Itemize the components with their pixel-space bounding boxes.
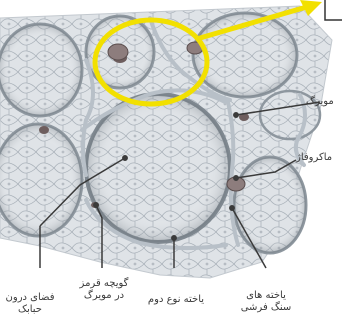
label-alveolar-space: فضای درون حبابک	[0, 292, 60, 316]
label-alveolar-space-line1: فضای درون	[0, 292, 60, 304]
label-alveolar-space-line2: حبابک	[0, 304, 60, 316]
label-red-blood-cell-line1: گویچه قرمز	[72, 278, 136, 290]
label-squamous-cells-line1: یاخته های	[234, 290, 298, 302]
label-red-blood-cell: گویچه قرمز در مویرگ	[72, 278, 136, 302]
label-type2-cell: یاخته نوع دوم	[140, 294, 212, 306]
callout-box-edge	[325, 0, 342, 20]
label-macrophage: ماکروفاژ	[296, 152, 332, 164]
label-capillary: مویرگ	[306, 96, 334, 108]
label-red-blood-cell-line2: در مویرگ	[72, 290, 136, 302]
label-squamous-cells-line2: سنگ فرشی	[234, 302, 298, 314]
label-squamous-cells: یاخته های سنگ فرشی	[234, 290, 298, 314]
